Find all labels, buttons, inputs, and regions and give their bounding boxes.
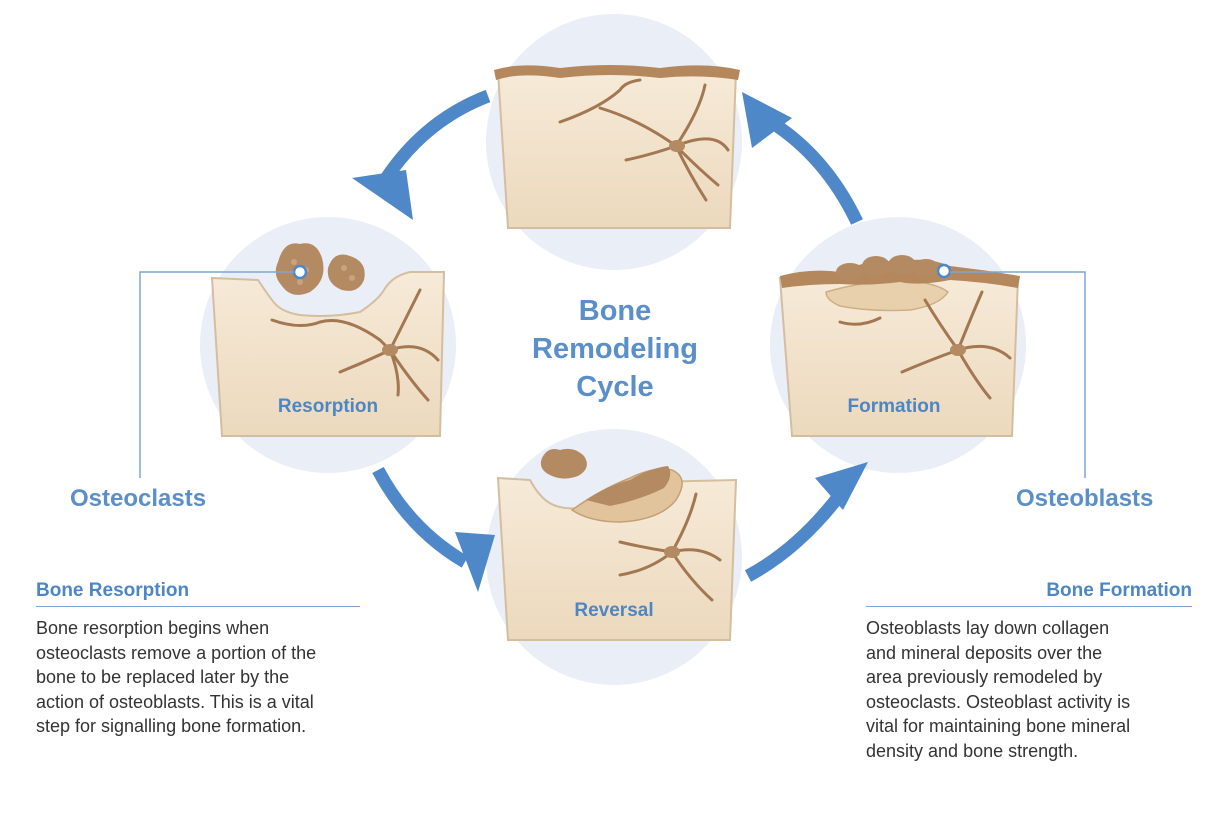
text-line: and mineral deposits over the <box>866 642 1103 663</box>
osteoclast-leaving <box>540 448 587 479</box>
arrow-formation-to-top <box>764 114 863 225</box>
formation-bone-block <box>778 255 1020 437</box>
diagram-title: Bone Remodeling Cycle <box>490 292 740 406</box>
title-line-2: Remodeling <box>532 333 698 365</box>
reversal-bone-block <box>496 448 738 641</box>
text-line: bone to be replaced later by the <box>36 667 290 687</box>
text-line: osteoclasts remove a portion of the <box>36 642 317 663</box>
osteoblasts-label: Osteoblasts <box>1016 485 1154 512</box>
arrowhead-reversal <box>455 532 495 592</box>
arrowhead-top <box>742 92 792 148</box>
bone-formation-heading: Bone Formation <box>866 580 1192 607</box>
arrowhead-resorption <box>352 170 413 220</box>
formation-stage-label: Formation <box>847 396 941 417</box>
title-line-1: Bone <box>578 295 652 327</box>
arrow-reversal-to-formation <box>744 488 848 582</box>
bone-resorption-heading: Bone Resorption <box>36 580 360 607</box>
text-line: vital for maintaining bone mineral <box>866 716 1131 736</box>
osteoclast-cell <box>327 254 365 291</box>
osteoclast-callout-line <box>139 271 294 478</box>
osteoclasts-label: Osteoclasts <box>70 485 207 512</box>
resorption-bone-block <box>210 243 446 437</box>
text-line: action of osteoblasts. This is a vital <box>36 691 314 712</box>
osteoclast-marker <box>292 264 308 280</box>
resorption-stage-label: Resorption <box>277 396 379 417</box>
arrowhead-formation <box>815 462 868 510</box>
text-line: area previously remodeled by <box>866 667 1103 687</box>
text-line: density and bone strength. <box>866 740 1079 761</box>
reversal-stage-label: Reversal <box>574 600 654 621</box>
text-line: Osteoblasts lay down collagen <box>866 618 1110 638</box>
osteoblast-callout-line <box>950 271 1086 478</box>
bone-resorption-text: Bone resorption begins when osteoclasts … <box>36 616 376 739</box>
text-line: step for signalling bone formation. <box>36 716 307 736</box>
top-bone-block <box>494 65 740 229</box>
title-line-3: Cycle <box>576 371 654 403</box>
arrow-resorption-to-reversal <box>372 466 469 568</box>
osteoblast-marker <box>936 263 952 279</box>
text-line: osteoclasts. Osteoblast activity is <box>866 691 1131 712</box>
bone-formation-text: Osteoblasts lay down collagen and minera… <box>866 616 1196 763</box>
text-line: Bone resorption begins when <box>36 618 270 638</box>
